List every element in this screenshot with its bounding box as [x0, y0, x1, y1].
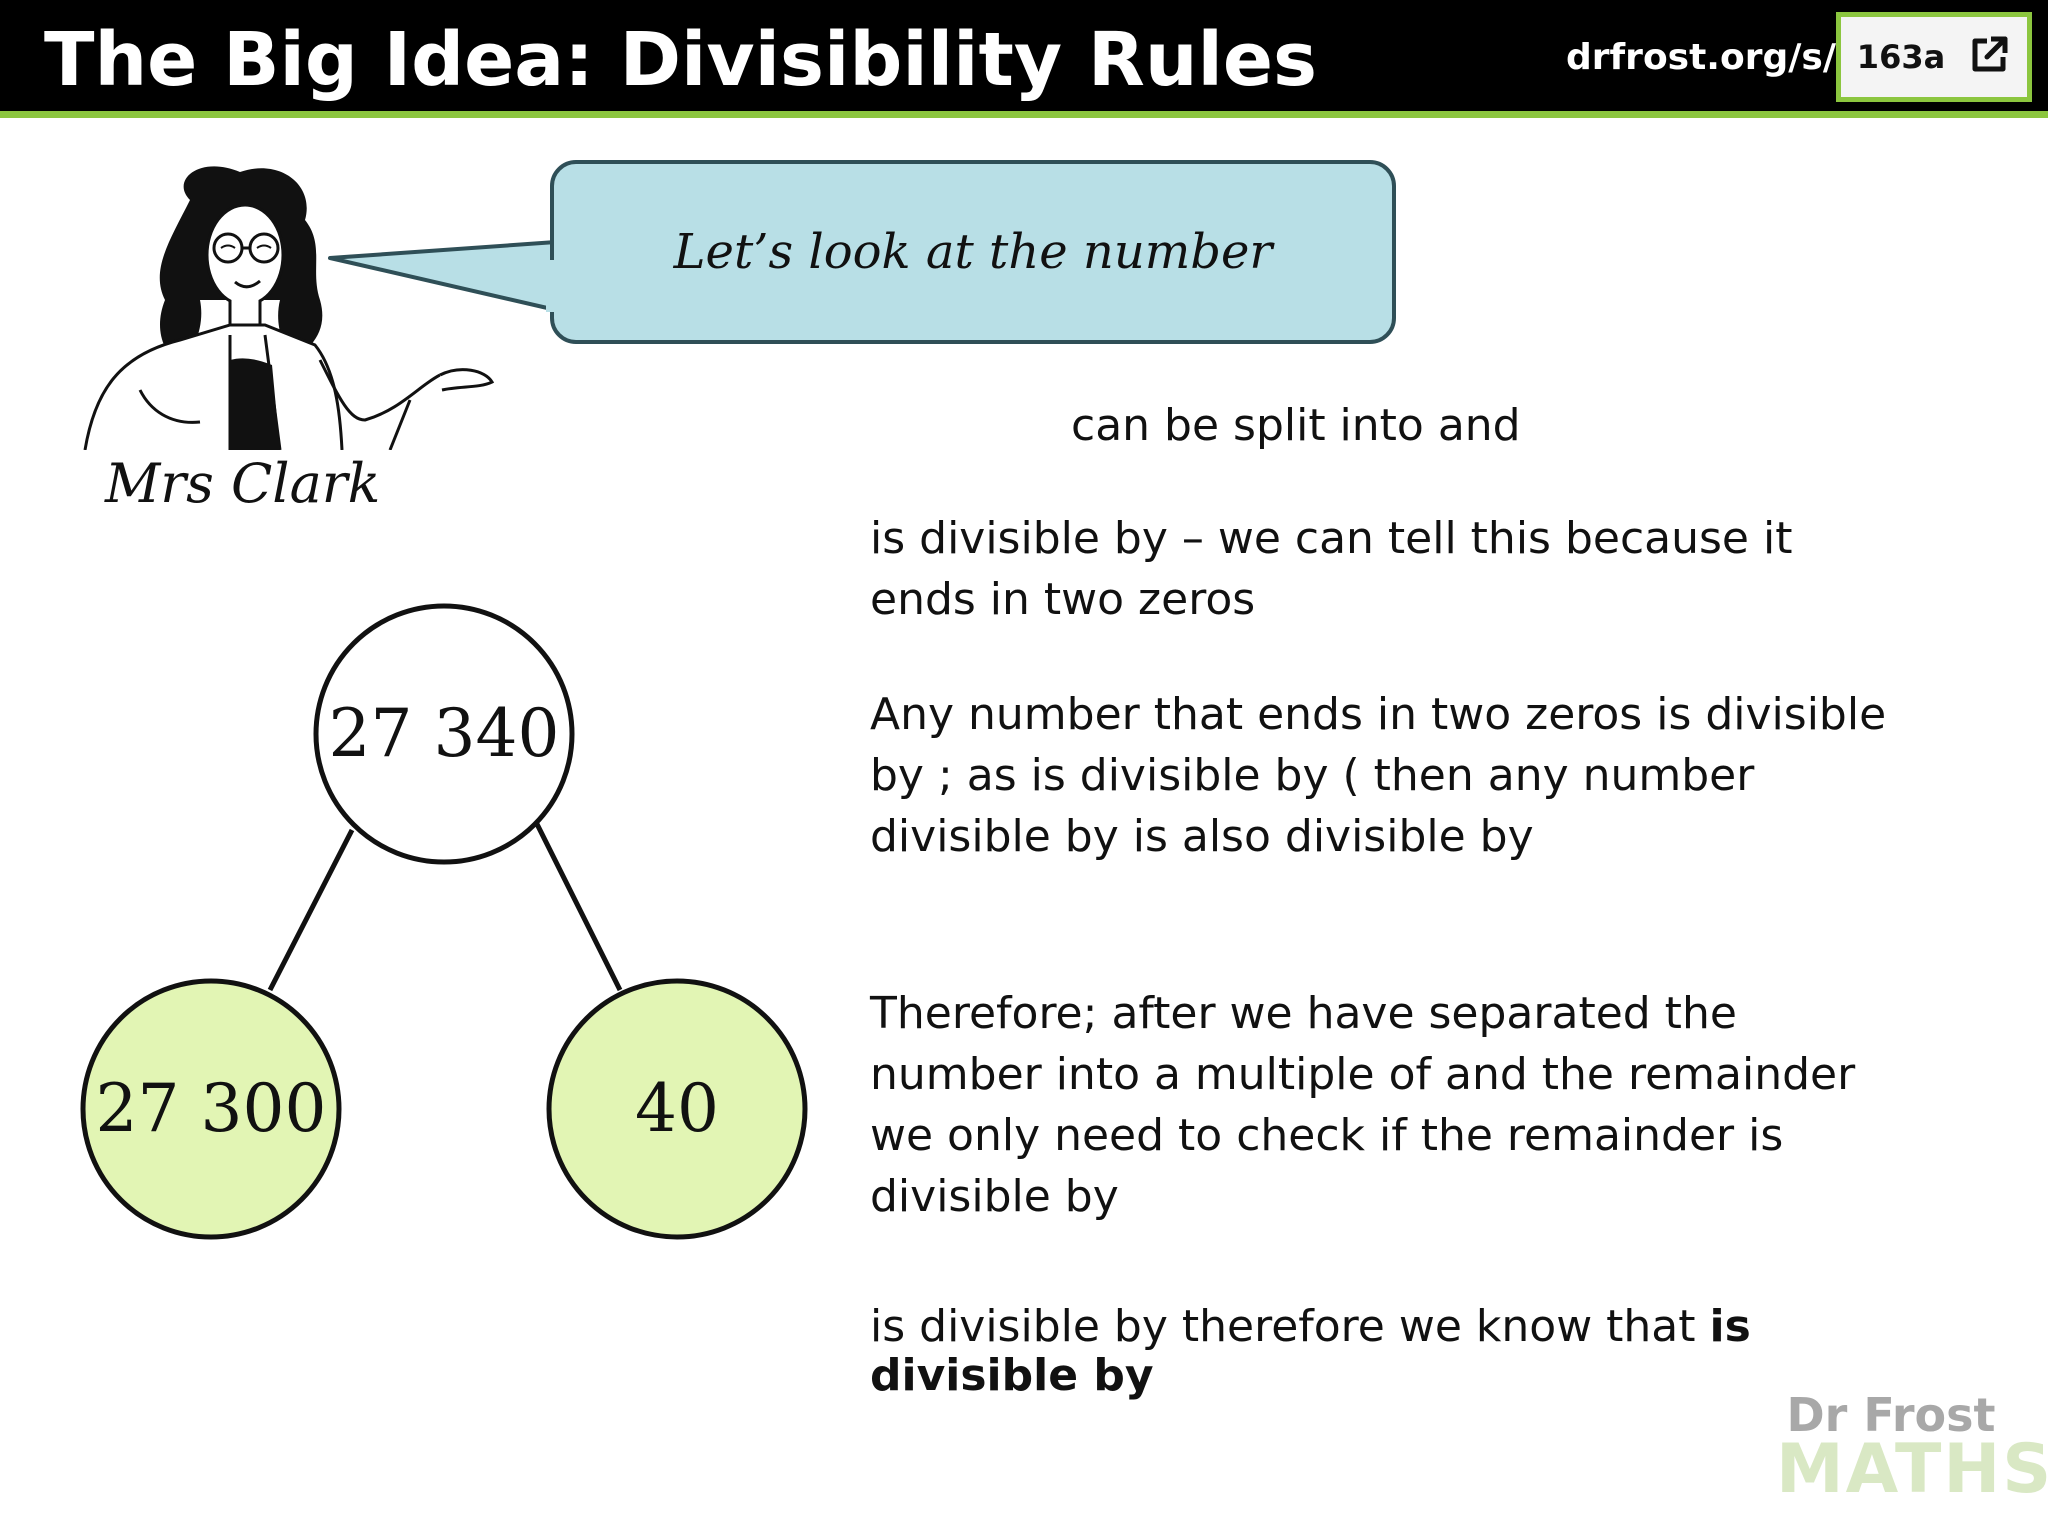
conclusion-bold-1: is — [1709, 1301, 1751, 1352]
explanation-line-3b: by ; as is divisible by ( then any numbe… — [870, 750, 1755, 801]
explanation-line-4c: we only need to check if the remainder i… — [870, 1110, 1784, 1161]
drfrost-logo: Dr Frost MATHS — [1776, 1388, 2048, 1509]
url-text[interactable]: drfrost.org/s/ — [1566, 37, 1836, 78]
root-node-value: 27 340 — [329, 695, 560, 772]
explanation-line-5a: is divisible by therefore we know that i… — [870, 1296, 1751, 1357]
explanation-line-2b: ends in two zeros — [870, 574, 1256, 625]
explanation-line-1: can be split into and — [1071, 400, 1521, 451]
page-title: The Big Idea: Divisibility Rules — [44, 17, 1318, 103]
explanation-line-4a: Therefore; after we have separated the — [870, 988, 1737, 1039]
right-node-value: 40 — [635, 1070, 719, 1147]
teacher-illustration — [80, 160, 510, 451]
code-label: 163a — [1856, 38, 1946, 76]
root-node — [313, 603, 575, 865]
logo-top-text: Dr Frost — [1786, 1388, 1996, 1442]
explanation-line-4b: number into a multiple of and the remain… — [870, 1049, 1856, 1100]
speech-bubble-tail — [328, 240, 558, 312]
explanation-line-3a: Any number that ends in two zeros is div… — [870, 689, 1887, 740]
explanation-line-2a: is divisible by – we can tell this becau… — [870, 513, 1793, 564]
tree-branch-left — [267, 828, 355, 992]
header-bar: The Big Idea: Divisibility Rules drfrost… — [0, 0, 2048, 118]
logo-bottom-text: MATHS — [1776, 1430, 2048, 1509]
explanation-line-3c: divisible by is also divisible by — [870, 811, 1534, 862]
teacher-name: Mrs Clark — [105, 452, 381, 515]
bubble-tail-joint — [546, 260, 560, 312]
conclusion-bold-2: divisible by — [870, 1350, 1154, 1401]
explanation-line-4d: divisible by — [870, 1171, 1119, 1222]
code-link-button[interactable]: 163a — [1836, 12, 2032, 102]
speech-bubble: Let’s look at the number — [550, 160, 1396, 344]
left-node-value: 27 300 — [96, 1070, 327, 1147]
number-tree-diagram: 27 340 27 300 40 — [80, 603, 808, 1240]
tree-branch-right — [533, 820, 623, 992]
right-node — [546, 978, 808, 1240]
external-link-icon — [1967, 33, 2011, 81]
left-node — [80, 978, 342, 1240]
conclusion-text: is divisible by therefore we know that — [870, 1301, 1710, 1352]
speech-text: Let’s look at the number — [673, 224, 1273, 280]
